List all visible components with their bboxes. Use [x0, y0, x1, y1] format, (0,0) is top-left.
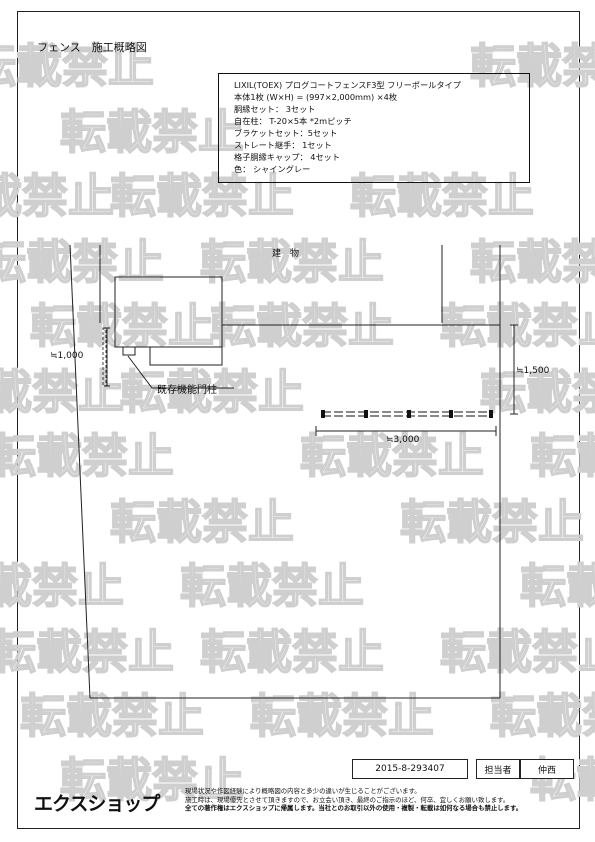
side-fence-marker [102, 327, 107, 387]
building-block [114, 276, 223, 348]
drawing-number: 2015-8-293407 [352, 759, 468, 779]
gate-post-label: 既存機能門柱 [157, 383, 217, 396]
spec-line: 本体1枚 (W×H) = (997×2,000mm) ×4枚 [234, 92, 398, 102]
gate-post [122, 346, 136, 356]
spec-line: 自在柱： T-20×5本 *2mピッチ [234, 116, 352, 126]
dim-left-label: ≒1,000 [50, 351, 84, 361]
page-title: フェンス 施工概略図 [37, 41, 147, 54]
person-label: 担当者 [476, 759, 520, 779]
building-label: 建 物 [272, 247, 299, 259]
spec-line: 格子胴縁キャップ： 4セット [234, 152, 341, 162]
spec-line: 色： シャイングレー [234, 164, 311, 174]
spec-line: ブラケットセット：5セット [234, 128, 338, 138]
disclaimer: 現場状況や作図経験により概略図の内容と多少の違いが生じることがございます。 施工… [185, 787, 522, 813]
sheet-border [17, 11, 580, 829]
boundary-left [69, 244, 91, 699]
disclaimer-line: 全ての著作権はエクスショップに帰属します。当社とのお取引以外の使用・複製・転載は… [185, 804, 523, 813]
spec-box: LIXIL(TOEX) プログコートフェンスF3型 フリーポールタイプ 本体1枚… [218, 73, 530, 183]
spec-line: LIXIL(TOEX) プログコートフェンスF3型 フリーポールタイプ [234, 80, 461, 90]
disclaimer-line: 施工時は、現場優先とさせて頂きますので、お立会い頂き、最終のご指示のほど、何卒、… [185, 795, 510, 804]
dim-right-label: ≒1,500 [516, 366, 550, 376]
brand-logo: エクスショップ [34, 793, 160, 815]
footer-info-row: 2015-8-293407 担当者 仲西 [352, 759, 574, 779]
spec-line: 胴縁セット： 3セット [234, 104, 316, 114]
fence-posts [321, 410, 493, 418]
building-step [149, 347, 223, 366]
gate-leader [127, 355, 234, 389]
dim-fence-label: ≒3,000 [386, 435, 420, 445]
spec-line: ストレート継手： 1セット [234, 140, 332, 150]
disclaimer-line: 現場状況や作図経験により概略図の内容と多少の違いが生じることがございます。 [185, 787, 421, 795]
person-name: 仲西 [520, 759, 574, 779]
